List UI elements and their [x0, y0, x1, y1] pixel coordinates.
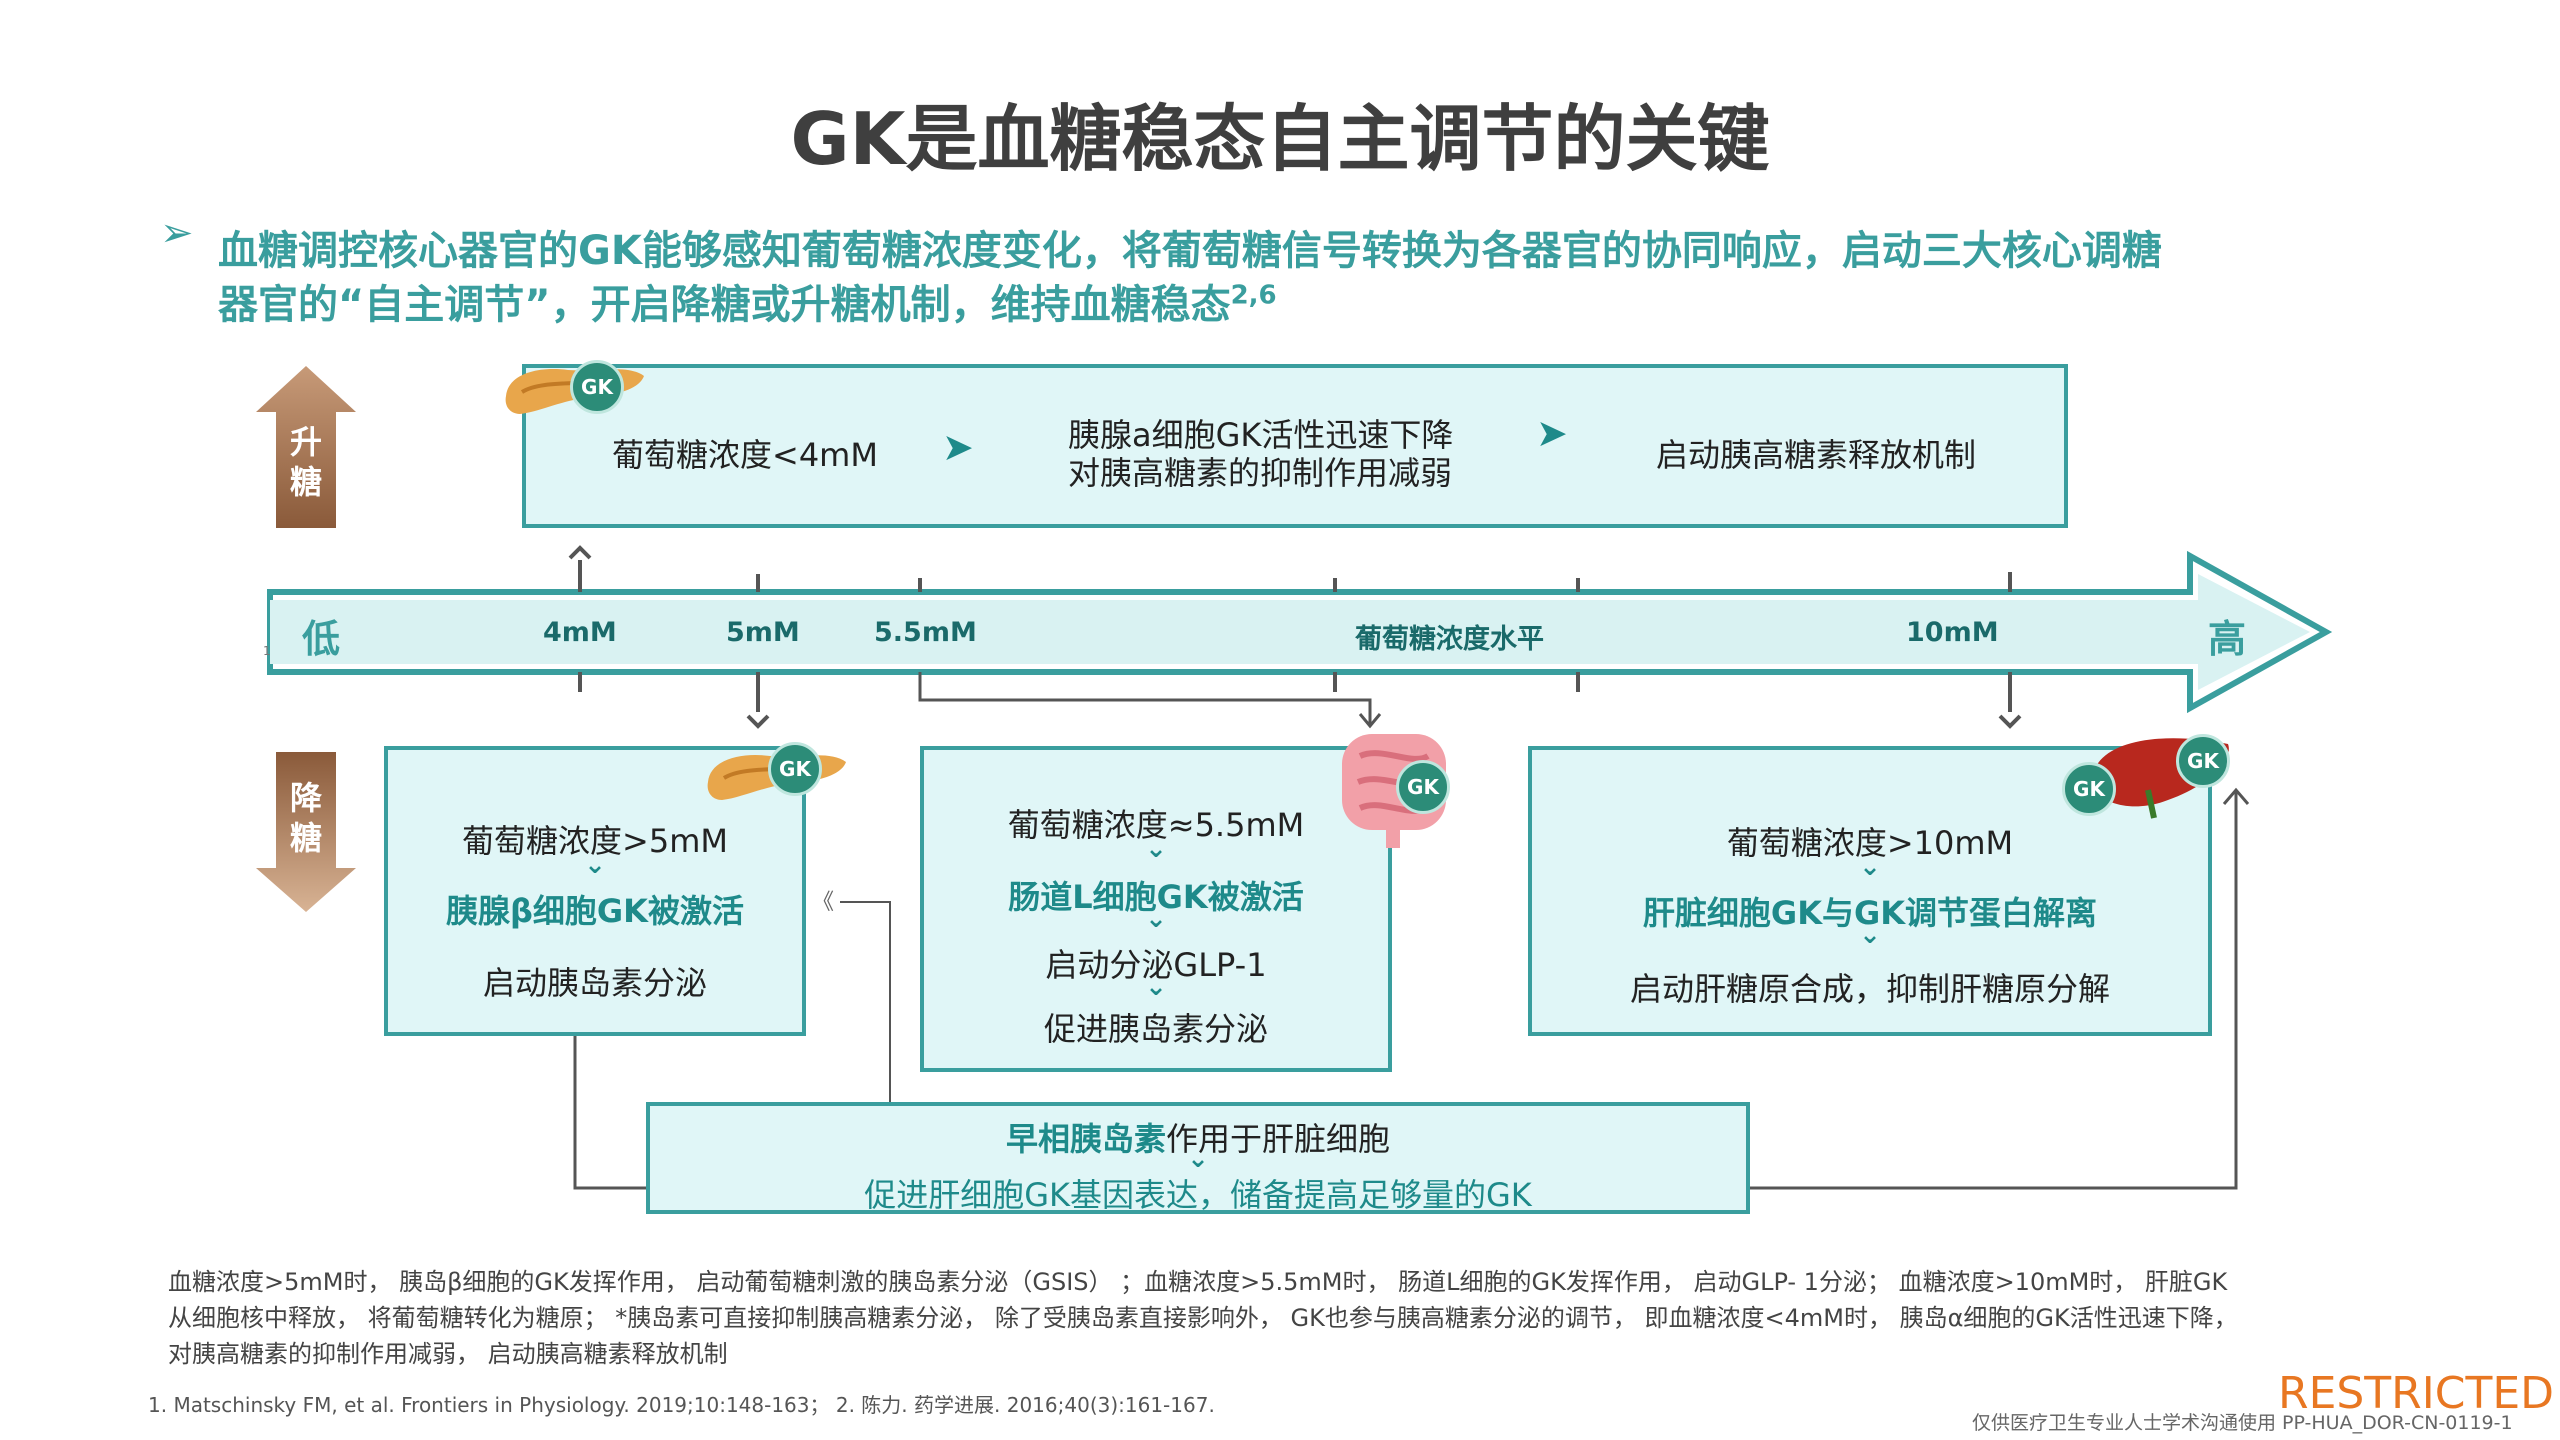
axis-tick-4mM: 4mM	[543, 617, 617, 648]
concentration-axis-arrow	[267, 550, 2333, 714]
intestine-line-3: 启动分泌GLP-1	[1045, 946, 1267, 984]
early-insulin-rest: 作用于肝脏细胞	[1166, 1120, 1391, 1158]
chevron-down-icon: ⌄	[1859, 920, 1881, 950]
step-arrow-icon: ➤	[942, 425, 974, 469]
intestine-line-4: 促进胰岛素分泌	[1043, 1010, 1268, 1048]
intestine-line-2: 肠道L细胞GK被激活	[1008, 878, 1304, 916]
footnote-line-1: 血糖浓度>5mM时， 胰岛β细胞的GK发挥作用， 启动葡萄糖刺激的胰岛素分泌（G…	[168, 1268, 2228, 1296]
footnote-line-3: 对胰高糖素的抑制作用减弱， 启动胰高糖素释放机制	[168, 1340, 728, 1368]
references: 1. Matschinsky FM, et al. Frontiers in P…	[148, 1393, 1215, 1417]
gk-badge-intestine: GK	[1396, 760, 1450, 814]
axis-tick-5mM: 5mM	[726, 617, 800, 648]
intestine-box	[920, 746, 1392, 1072]
axis-ticks	[578, 560, 2012, 712]
gk-badge-pancreas: GK	[768, 742, 822, 796]
glucose-down-label: 降糖	[289, 779, 322, 857]
small-left-arrow-icon: 《	[812, 890, 835, 915]
bullet-arrow-icon: ➢	[160, 210, 194, 256]
liver-line-1: 葡萄糖浓度>10mM	[1726, 824, 2014, 862]
pancreas-line-3: 启动胰岛素分泌	[482, 964, 707, 1002]
chevron-down-icon: ⌄	[1859, 852, 1881, 882]
top-step-1: 葡萄糖浓度<4mM	[612, 436, 878, 474]
top-step-2-line-2: 对胰高糖素的抑制作用减弱	[1068, 454, 1453, 492]
pancreas-box	[384, 746, 806, 1036]
liver-line-3: 启动肝糖原合成，抑制肝糖原分解	[1629, 970, 2110, 1008]
early-insulin-keyword: 早相胰岛素	[1005, 1120, 1166, 1158]
subtitle-line-2: 器官的“自主调节”，开启降糖或升糖机制，维持血糖稳态2,6	[218, 272, 1277, 330]
early-insulin-line-2: 促进肝细胞GK基因表达，储备提高足够量的GK	[864, 1176, 1532, 1214]
axis-title: 葡萄糖浓度水平	[1355, 624, 1544, 655]
chevron-down-icon: ⌄	[1145, 904, 1167, 934]
early-insulin-box	[646, 1102, 1750, 1214]
document-code: 仅供医疗卫生专业人士学术沟通使用 PP-HUA_DOR-CN-0119-1	[1972, 1412, 2513, 1434]
page-title: GK是血糖稳态自主调节的关键	[790, 97, 1770, 181]
pancreas-line-2: 胰腺β细胞GK被激活	[446, 892, 744, 930]
subtitle-line-1: 血糖调控核心器官的GK能够感知葡萄糖浓度变化，将葡萄糖信号转换为各器官的协同响应…	[218, 228, 2162, 274]
top-step-2-line-1: 胰腺a细胞GK活性迅速下降	[1068, 416, 1454, 454]
gk-badge-liver-2: GK	[2176, 734, 2230, 788]
gk-badge-liver-1: GK	[2062, 762, 2116, 816]
chevron-down-icon: ⌄	[1145, 834, 1167, 864]
pancreas-line-1: 葡萄糖浓度>5mM	[462, 822, 728, 860]
glucose-up-label: 升糖	[289, 423, 322, 501]
glucose-down-arrow	[256, 752, 356, 912]
hypoglycemia-box	[522, 364, 2068, 528]
chevron-down-icon: ⌄	[584, 850, 606, 880]
subtitle-line-2-text: 器官的“自主调节”，开启降糖或升糖机制，维持血糖稳态	[218, 282, 1231, 328]
footnote-line-2: 从细胞核中释放， 将葡萄糖转化为糖原； *胰岛素可直接抑制胰高糖素分泌， 除了受…	[168, 1304, 2238, 1332]
liver-line-2: 肝脏细胞GK与GK调节蛋白解离	[1642, 894, 2098, 932]
chevron-down-icon: ⌄	[1187, 1144, 1209, 1174]
restricted-label: RESTRICTED	[2278, 1368, 2555, 1419]
axis-small-mark: 1	[263, 644, 271, 658]
axis-tick-10mM: 10mM	[1906, 617, 1999, 648]
axis-low-label: 低	[302, 617, 341, 661]
step-arrow-icon: ➤	[1536, 411, 1568, 455]
top-step-3: 启动胰高糖素释放机制	[1656, 436, 1977, 474]
glucose-up-arrow	[256, 366, 356, 528]
early-insulin-line-1: 早相胰岛素作用于肝脏细胞	[646, 1114, 1750, 1160]
subtitle-reference-mark: 2,6	[1230, 280, 1277, 311]
intestine-line-1: 葡萄糖浓度≈5.5mM	[1007, 806, 1305, 844]
axis-high-label: 高	[2208, 617, 2247, 661]
chevron-down-icon: ⌄	[1145, 972, 1167, 1002]
axis-tick-5.5mM: 5.5mM	[874, 617, 977, 648]
gk-badge-pancreas-top: GK	[570, 360, 624, 414]
